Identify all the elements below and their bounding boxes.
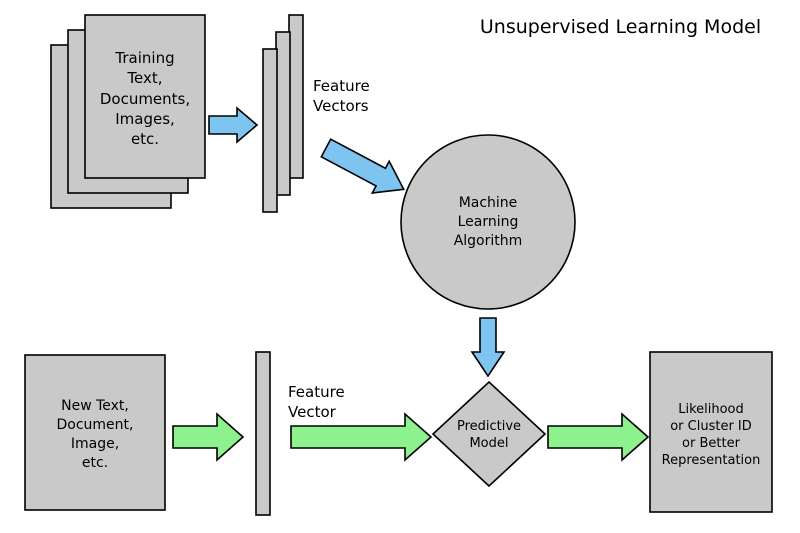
training-arrow-right-icon xyxy=(208,106,259,144)
algorithm-to-model-arrow-icon xyxy=(470,317,506,378)
feature-vector-bar xyxy=(255,351,271,516)
training-docs-stack-front xyxy=(84,14,206,179)
feature-vectors-stack-front xyxy=(262,48,278,213)
predictive-model-label: Predictive Model xyxy=(456,419,522,451)
feature-vectors-stack-back xyxy=(288,14,304,179)
feature-vectors-label: Feature Vectors xyxy=(313,77,370,116)
output-box xyxy=(649,351,773,513)
vectors-to-algorithm-arrow-icon xyxy=(320,138,405,194)
new-input-label: New Text, Document, Image, etc. xyxy=(56,398,134,471)
vector-to-model-arrow-icon xyxy=(290,412,433,462)
ml-algorithm-label: Machine Learning Algorithm xyxy=(453,195,523,249)
output-label: Likelihood or Cluster ID or Better Repre… xyxy=(661,402,761,468)
predictive-model-diamond xyxy=(431,380,547,488)
training-docs-label: Training Text, Documents, Images, etc. xyxy=(99,49,191,148)
model-to-output-arrow-icon xyxy=(547,412,650,462)
feature-vector-label: Feature Vector xyxy=(288,383,345,422)
diagram-title: Unsupervised Learning Model xyxy=(479,16,762,38)
new-input-box xyxy=(24,354,166,511)
ml-algorithm-circle xyxy=(400,134,576,310)
input-to-vector-arrow-icon xyxy=(172,412,245,462)
feature-vectors-stack-middle xyxy=(275,31,291,196)
